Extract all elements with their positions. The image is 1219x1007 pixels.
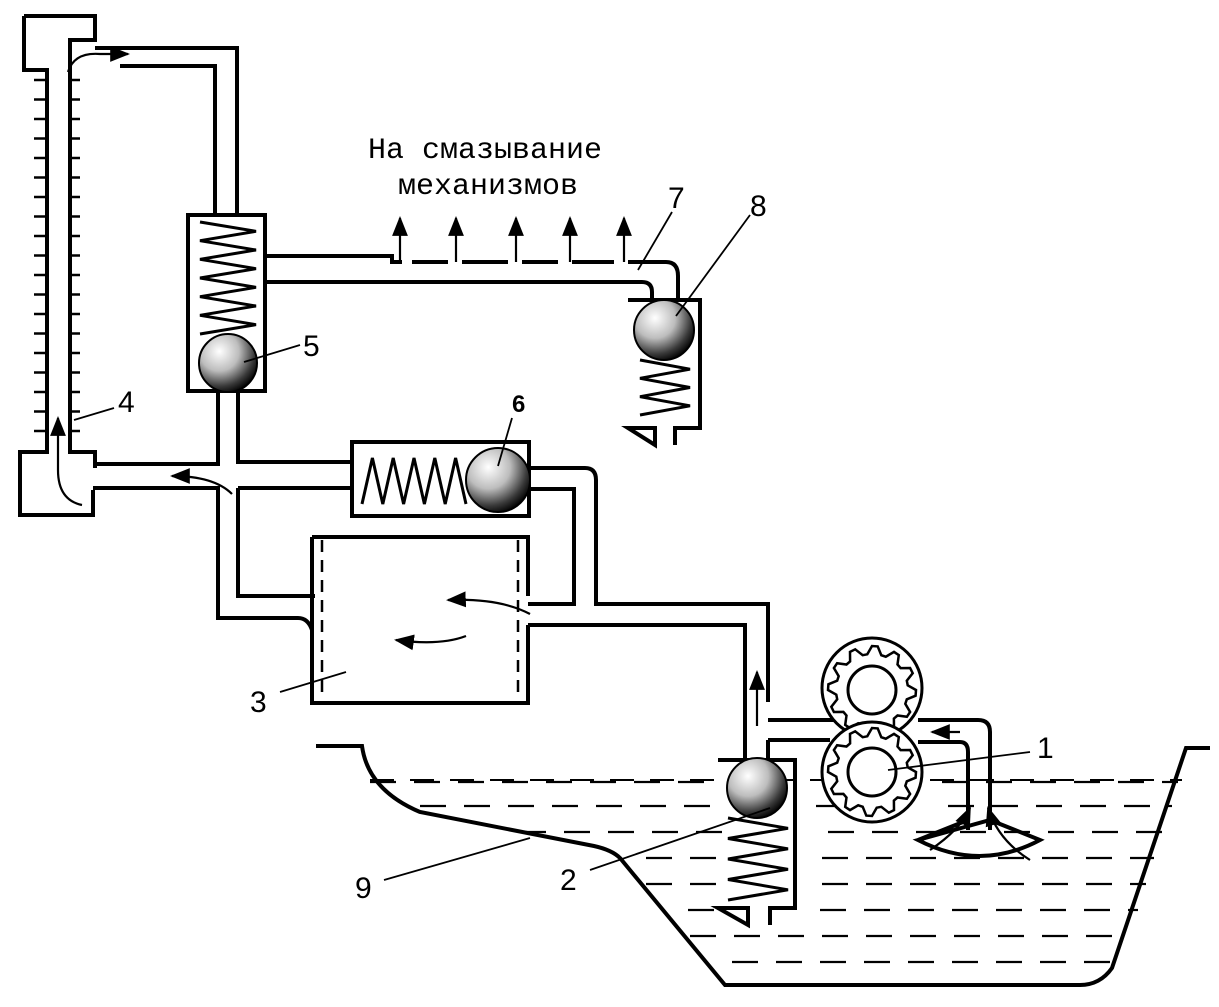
label-1: 1 <box>1037 732 1054 765</box>
gauge-scale-ticks <box>34 78 80 433</box>
ball-valve-2 <box>726 757 788 819</box>
springs <box>199 220 789 902</box>
caption-line-1: На смазывание <box>368 134 602 168</box>
pump-suction-line <box>918 718 992 830</box>
lubrication-main-channel <box>265 254 680 300</box>
ball-valve-5 <box>198 333 258 393</box>
spring-valve-5 <box>199 220 257 336</box>
oil-filter-3 <box>310 535 747 733</box>
label-2: 2 <box>560 864 577 897</box>
pipe-gauge-to-relief-valve <box>95 46 239 215</box>
leader-lines <box>73 211 1031 881</box>
label-7: 7 <box>668 182 685 215</box>
pressure-gauge-tube <box>18 14 97 517</box>
gear-pump-1 <box>820 636 924 824</box>
label-8: 8 <box>750 190 767 223</box>
flow-arrows <box>50 46 1031 861</box>
ball-valve-6 <box>465 447 531 513</box>
spring-valve-8 <box>639 358 691 417</box>
pipe-bypass-to-pump-line <box>528 466 770 702</box>
label-5: 5 <box>303 330 320 363</box>
spring-valve-2 <box>727 816 789 902</box>
label-4: 4 <box>118 386 135 419</box>
label-6: 6 <box>512 391 525 418</box>
check-valve-8 <box>621 298 702 449</box>
label-9: 9 <box>355 872 372 905</box>
ball-valve-8 <box>633 299 695 361</box>
oil-intake-screen <box>912 817 1045 858</box>
pump-discharge-line <box>743 718 840 760</box>
caption-line-2: механизмов <box>398 170 578 204</box>
spring-valve-6 <box>360 457 468 505</box>
label-3: 3 <box>250 686 267 719</box>
